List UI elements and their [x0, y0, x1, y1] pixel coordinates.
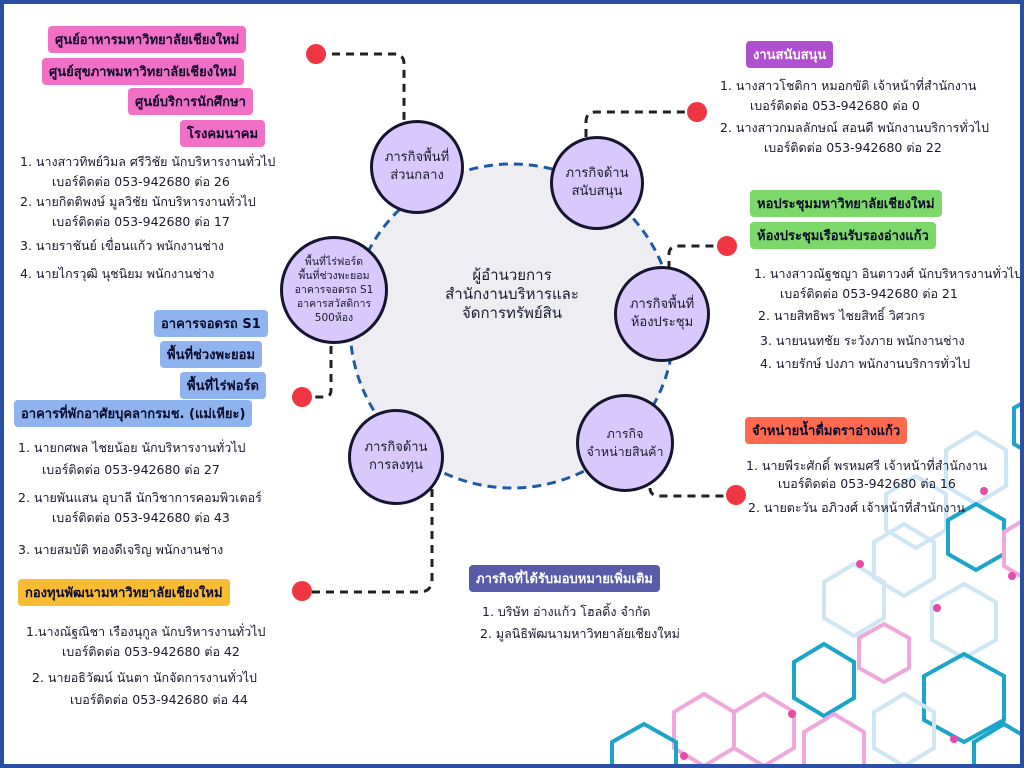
tag-rai-ford: พื้นที่ไร่ฟอร์ด [180, 372, 266, 399]
staff-phone: เบอร์ติดต่อ 053-942680 ต่อ 21 [780, 286, 958, 301]
connector-dot-sales [726, 485, 746, 505]
circle-rooms: ภารกิจพื้นที่ห้องประชุม [614, 266, 710, 362]
tag-meeting-room: ห้องประชุมเรือนรับรองอ่างแก้ว [750, 222, 936, 249]
circle-label: ภารกิจพื้นที่ [384, 150, 450, 165]
tag-health-center: ศูนย์สุขภาพมหาวิทยาลัยเชียงใหม่ [42, 58, 244, 85]
staff-line: 3. นายราชันย์ เขื่อนแก้ว พนักงานช่าง [20, 238, 224, 253]
staff-phone: เบอร์ติดต่อ 053-942680 ต่อ 17 [52, 214, 230, 229]
center-title-line: สำนักงานบริหารและ [445, 285, 579, 303]
circle-label: ภารกิจพื้นที่ [629, 297, 695, 312]
circle-label: พื้นที่ช่วงพะยอม [298, 270, 370, 282]
connector-dot-rooms [717, 236, 737, 256]
connector-support [584, 110, 697, 137]
staff-line: 2. นายพันแสน อุบาลี นักวิชาการคอมพิวเตอร… [18, 490, 262, 505]
connector-dot-land [292, 387, 312, 407]
circle-sales: ภารกิจจำหน่ายสินค้า [576, 394, 674, 492]
connector-dot-investment [292, 581, 312, 601]
hexagon-pattern-decoration [610, 402, 1020, 764]
connector-land [304, 346, 333, 399]
circle-label: การลงทุน [369, 458, 423, 473]
tag-student-service: ศูนย์บริการนักศึกษา [128, 88, 253, 115]
circle-label: พื้นที่ไร่ฟอร์ด [304, 256, 364, 268]
circle-label: สนับสนุน [571, 184, 623, 199]
staff-phone: เบอร์ติดต่อ 053-942680 ต่อ 0 [750, 98, 920, 113]
tag-development-fund: กองทุนพัฒนามหาวิทยาลัยเชียงใหม่ [18, 579, 230, 606]
circle-label: อาคารสวัสดิการ [296, 298, 372, 310]
staff-phone: เบอร์ติดต่อ 053-942680 ต่อ 44 [70, 692, 248, 707]
staff-line: 2. นายอธิวัฒน์ นันตา นักจัดการงานทั่วไป [32, 670, 257, 685]
staff-phone: เบอร์ติดต่อ 053-942680 ต่อ 26 [52, 174, 230, 189]
tag-drinking-water: จำหน่ายน้ำดื่มตราอ่างแก้ว [745, 417, 908, 444]
tag-transport: โรงคมนาคม [180, 120, 266, 147]
extra-item: 1. บริษัท อ่างแก้ว โฮลดิ้ง จำกัด [482, 604, 651, 619]
circle-central-area: ภารกิจพื้นที่ส่วนกลาง [370, 120, 464, 214]
circle-land: พื้นที่ไร่ฟอร์ด พื้นที่ช่วงพะยอม อาคารจอ… [280, 236, 388, 344]
staff-line: 2. นายกิตติพงษ์ มูลวิชัย นักบริหารงานทั่… [20, 194, 256, 209]
staff-line: 1. นายพีระศักดิ์ พรหมศรี เจ้าหน้าที่สำนั… [746, 458, 988, 473]
staff-line: 3. นายนนทชัย ระวังภาย พนักงานช่าง [760, 333, 965, 348]
staff-line: 3. นายสมบัติ ทองดีเจริญ พนักงานช่าง [18, 542, 224, 557]
hexagon-dots-decoration [680, 487, 1016, 760]
staff-line: 1. นายกศพล ไชยน้อย นักบริหารงานทั่วไป [18, 440, 246, 455]
center-title: ผู้อำนวยการ สำนักงานบริหารและ จัดการทรัพ… [422, 266, 602, 323]
connector-dot-central [306, 44, 326, 64]
staff-line: 1.นางณัฐณิชา เรืองนุกูล นักบริหารงานทั่ว… [26, 624, 266, 639]
circle-label: อาคารจอดรถ S1 [294, 284, 374, 296]
tag-support: งานสนับสนุน [746, 41, 834, 68]
staff-phone: เบอร์ติดต่อ 053-942680 ต่อ 27 [42, 462, 220, 477]
tag-food-center: ศูนย์อาหารมหาวิทยาลัยเชียงใหม่ [48, 26, 247, 53]
connector-investment [304, 489, 434, 594]
circle-label: ภารกิจด้าน [565, 166, 629, 181]
tag-extra-missions: ภารกิจที่ได้รับมอบหมายเพิ่มเติม [469, 565, 660, 592]
circle-investment: ภารกิจด้านการลงทุน [348, 409, 444, 505]
circle-label: ภารกิจด้าน [364, 440, 428, 455]
staff-phone: เบอร์ติดต่อ 053-942680 ต่อ 42 [62, 644, 240, 659]
circle-label: 500ห้อง [314, 312, 354, 324]
staff-phone: เบอร์ติดต่อ 053-942680 ต่อ 22 [764, 140, 942, 155]
center-title-line: ผู้อำนวยการ [472, 266, 552, 284]
staff-line: 4. นายไกรวุฒิ นุชนิยม พนักงานช่าง [20, 266, 215, 281]
tag-staff-housing: อาคารที่พักอาศัยบุคลากรมช. (แม่เหียะ) [14, 400, 253, 427]
staff-line: 2. นางสาวกมลลักษณ์ สอนดี พนักงานบริการทั… [720, 120, 989, 135]
tag-chuang-phayom: พื้นที่ช่วงพะยอม [160, 341, 263, 368]
staff-line: 1. นางสาวณัฐชญา อินตาวงศ์ นักบริหารงานทั… [754, 266, 1022, 281]
center-title-line: จัดการทรัพย์สิน [461, 304, 563, 322]
circle-label: จำหน่ายสินค้า [586, 444, 664, 459]
tag-parking-s1: อาคารจอดรถ S1 [154, 310, 268, 337]
connector-dot-support [687, 102, 707, 122]
circle-label: ภารกิจ [606, 426, 644, 441]
connector-sales [648, 474, 734, 498]
staff-line: 1. นางสาวโชติกา หมอกขัติ เจ้าหน้าที่สำนั… [720, 78, 977, 93]
staff-line: 4. นายรักษ์ ปงภา พนักงานบริการทั่วไป [760, 356, 971, 371]
staff-line: 2. นายสิทธิพร ไชยสิทธิ์ วิศวกร [758, 308, 926, 323]
tag-convention-hall: หอประชุมมหาวิทยาลัยเชียงใหม่ [750, 190, 942, 217]
staff-line: 2. นายตะวัน อภิวงศ์ เจ้าหน้าที่สำนักงาน [748, 500, 966, 515]
staff-phone: เบอร์ติดต่อ 053-942680 ต่อ 43 [52, 510, 230, 525]
connector-rooms [667, 244, 726, 269]
connector-central [318, 52, 406, 122]
circle-label: ห้องประชุม [630, 315, 694, 330]
staff-phone: เบอร์ติดต่อ 053-942680 ต่อ 16 [778, 476, 956, 491]
circle-label: ส่วนกลาง [390, 168, 444, 183]
circle-support: ภารกิจด้านสนับสนุน [550, 136, 644, 230]
extra-item: 2. มูลนิธิพัฒนามหาวิทยาลัยเชียงใหม่ [480, 626, 680, 641]
staff-line: 1. นางสาวทิพย์วิมล ศรีวิชัย นักบริหารงาน… [20, 154, 276, 169]
